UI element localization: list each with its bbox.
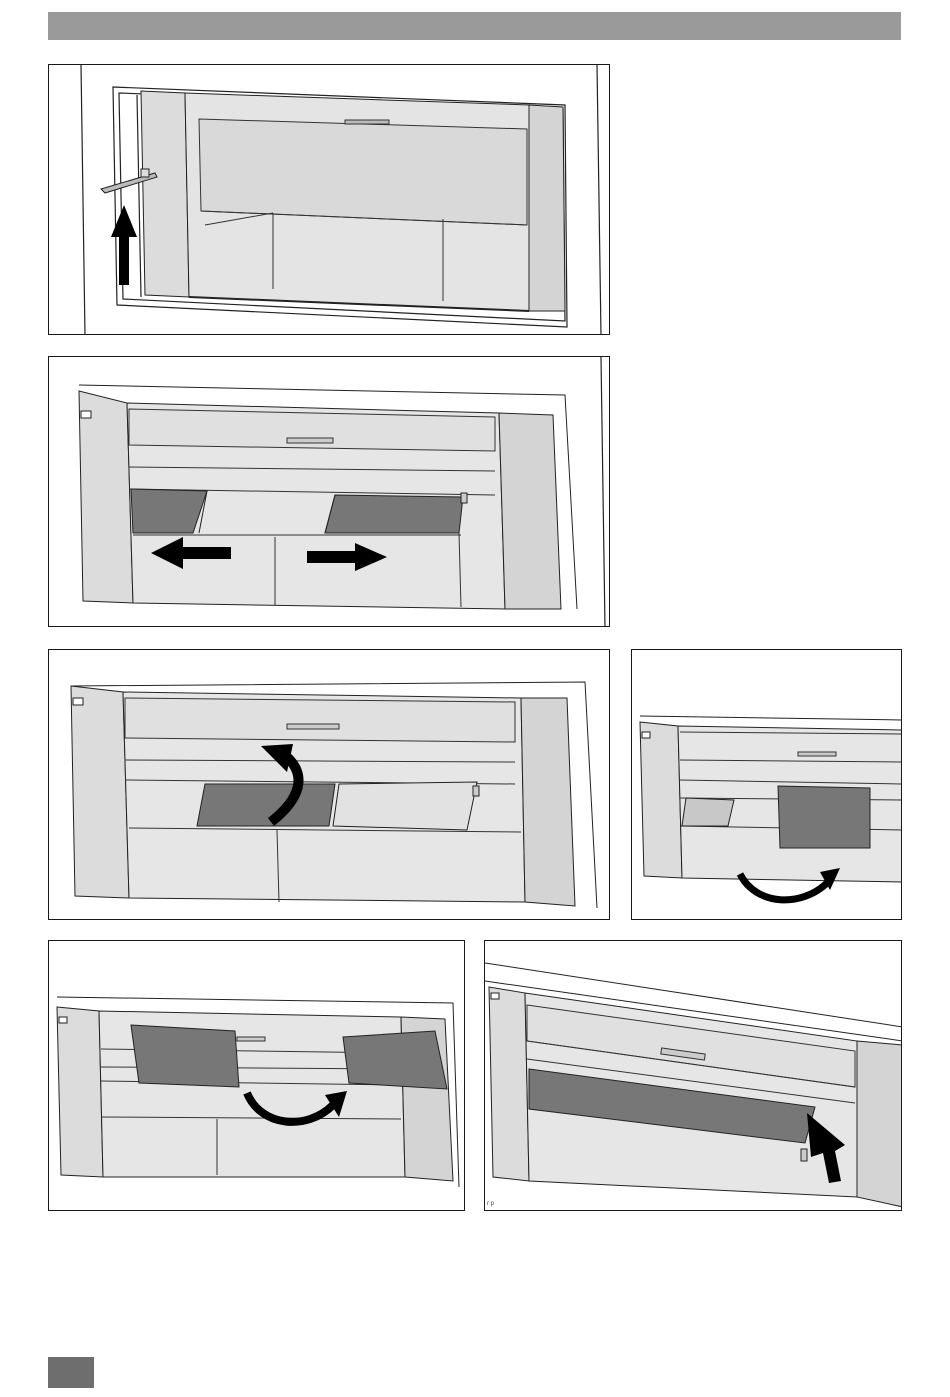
figure-3-illustration xyxy=(49,650,610,920)
figure-1-lift-latch xyxy=(48,64,610,335)
figure-2-illustration xyxy=(49,357,610,627)
figure-6-insert-panel: r p xyxy=(484,940,902,1211)
figure-3-tilt-panel xyxy=(48,649,610,920)
figure-6-marker: r p xyxy=(487,1201,494,1207)
figure-5-move-panel xyxy=(48,940,465,1211)
figure-1-illustration xyxy=(49,65,610,335)
figure-4-remove-panel xyxy=(631,649,902,920)
page-number-tab xyxy=(48,1357,94,1388)
figure-4-illustration xyxy=(632,650,902,920)
figure-6-illustration xyxy=(485,941,902,1211)
section-header-bar xyxy=(48,12,901,40)
figure-5-illustration xyxy=(49,941,465,1211)
figure-2-slide-apart xyxy=(48,356,610,627)
